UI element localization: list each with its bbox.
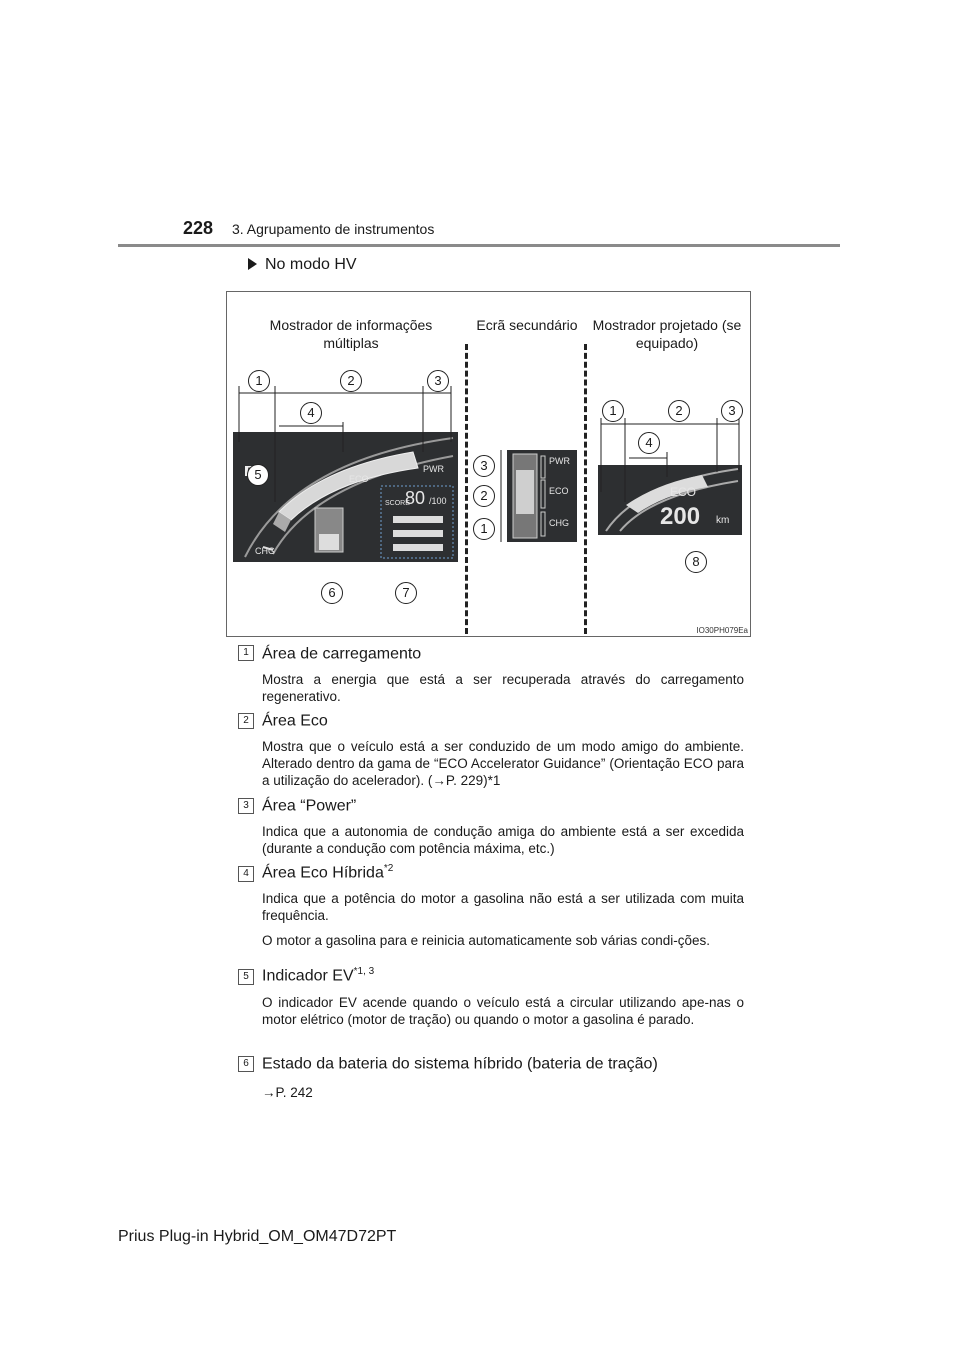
callout-2: 2 bbox=[340, 370, 362, 392]
callout-hud-1: 1 bbox=[602, 400, 624, 422]
callout-sub-1: 1 bbox=[473, 518, 495, 540]
mode-heading-text: No modo HV bbox=[265, 256, 357, 273]
callout-sub-2: 2 bbox=[473, 485, 495, 507]
hud-eco-arc bbox=[605, 468, 739, 532]
hud-distance: 200 bbox=[660, 503, 701, 530]
callout-6: 6 bbox=[321, 582, 343, 604]
sub-pwr-label: PWR bbox=[549, 456, 570, 466]
score-total: /100 bbox=[429, 496, 447, 506]
item-body: Indica que a potência do motor a gasolin… bbox=[262, 891, 744, 923]
page-number: 228 bbox=[183, 218, 214, 238]
hud-eco-label: ECO bbox=[670, 485, 697, 499]
callout-8: 8 bbox=[685, 551, 707, 573]
item-title: Área de carregamento bbox=[262, 645, 422, 663]
callout-hud-2: 2 bbox=[668, 400, 690, 422]
separator-dashed-1 bbox=[465, 344, 468, 634]
item-number: 3 bbox=[238, 798, 254, 814]
mode-heading: No modo HV bbox=[248, 256, 357, 274]
sub-screen-panel: PWR ECO CHG bbox=[507, 450, 577, 542]
header-divider bbox=[118, 244, 840, 247]
item-number: 6 bbox=[238, 1056, 254, 1072]
dimension-lines bbox=[238, 386, 740, 542]
item-number: 5 bbox=[238, 969, 254, 985]
instrument-figure: Mostrador de informações múltiplas Ecrã … bbox=[226, 291, 751, 637]
sub-eco-label: ECO bbox=[549, 486, 569, 496]
item-title: Área Eco bbox=[262, 712, 328, 730]
callout-hud-4: 4 bbox=[638, 432, 660, 454]
item-body: Mostra a energia que está a ser recupera… bbox=[262, 672, 744, 704]
item-number: 4 bbox=[238, 866, 254, 882]
item-body: Mostra que o veículo está a ser conduzid… bbox=[262, 739, 744, 788]
item-body: O motor a gasolina para e reinicia autom… bbox=[262, 933, 710, 948]
item-body: →P. 242 bbox=[262, 1085, 313, 1100]
sub-screen-bar bbox=[512, 453, 546, 539]
hud-unit: km bbox=[716, 515, 730, 526]
item-title: Área Eco Híbrida*2 bbox=[262, 863, 394, 882]
item-number: 1 bbox=[238, 645, 254, 661]
eco-label: ECO bbox=[349, 474, 369, 484]
pwr-label: PWR bbox=[423, 464, 444, 474]
caption-multi-info-display: Mostrador de informações múltiplas bbox=[269, 317, 433, 351]
item-body: O indicador EV acende quando o veículo e… bbox=[262, 995, 744, 1027]
caption-head-up-display: Mostrador projetado (se equipado) bbox=[592, 317, 742, 351]
multi-info-display-panel: EV PWR ECO CHG SCORE 80 /100 bbox=[233, 432, 458, 562]
separator-dashed-2 bbox=[584, 344, 587, 634]
callout-hud-3: 3 bbox=[721, 400, 743, 422]
chg-label: CHG bbox=[255, 546, 275, 556]
hybrid-indicator-arc bbox=[244, 437, 454, 559]
footer-manual-id: Prius Plug-in Hybrid_OM_OM47D72PT bbox=[118, 1228, 397, 1245]
item-title: Indicador EV*1, 3 bbox=[262, 966, 375, 985]
callout-7: 7 bbox=[395, 582, 417, 604]
score-label: SCORE bbox=[385, 500, 410, 507]
callout-3: 3 bbox=[427, 370, 449, 392]
score-value: 80 bbox=[405, 488, 426, 508]
callout-4: 4 bbox=[300, 402, 322, 424]
item-title: Área “Power” bbox=[262, 797, 357, 815]
section-title: 3. Agrupamento de instrumentos bbox=[232, 221, 435, 237]
item-title: Estado da bateria do sistema híbrido (ba… bbox=[262, 1055, 658, 1073]
item-body: Indica que a autonomia de condução amiga… bbox=[262, 824, 744, 856]
head-up-display-panel: ECO 200 km bbox=[598, 465, 742, 535]
item-number: 2 bbox=[238, 713, 254, 729]
caption-sub-screen: Ecrã secundário bbox=[476, 317, 578, 333]
callout-1: 1 bbox=[248, 370, 270, 392]
sub-chg-label: CHG bbox=[549, 518, 569, 528]
figure-code: IO30PH079Ea bbox=[696, 626, 748, 635]
callout-5: 5 bbox=[247, 464, 269, 486]
arrow-right-icon bbox=[248, 258, 257, 270]
callout-sub-3: 3 bbox=[473, 455, 495, 477]
